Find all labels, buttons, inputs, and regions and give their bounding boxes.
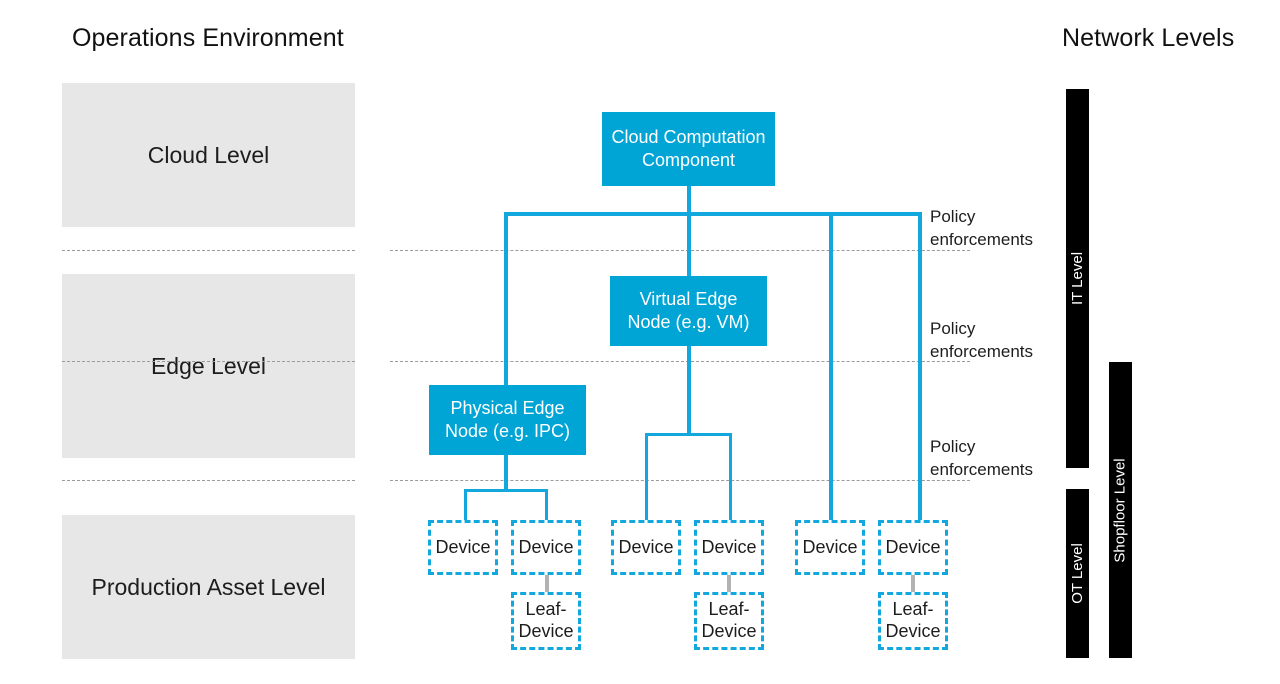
leaf-device-box-3-line-2: Device: [885, 621, 941, 641]
leaf-device-box-2[interactable]: Leaf- Device: [694, 592, 764, 650]
policy-enforcements-label-2-line-2: enforcements: [930, 341, 1033, 361]
node-cloud-line-2: Component: [641, 150, 736, 170]
device-box-2[interactable]: Device: [511, 520, 581, 575]
wire-physical-edge-split: [464, 489, 548, 492]
leaf-device-box-3-line-1: Leaf-: [892, 599, 934, 620]
operations-level-edge: Edge Level: [62, 274, 355, 458]
device-box-5-label: Device: [802, 536, 858, 557]
device-box-1[interactable]: Device: [428, 520, 498, 575]
separator-cloud-edge-right: [390, 250, 970, 251]
operations-environment-header: Operations Environment: [72, 24, 344, 52]
operations-level-edge-label: Edge Level: [150, 352, 267, 379]
operations-level-cloud: Cloud Level: [62, 83, 355, 227]
device-box-2-label: Device: [518, 536, 574, 557]
device-box-4[interactable]: Device: [694, 520, 764, 575]
wire-physical-edge-to-device-2: [545, 489, 548, 524]
separator-edge-production-right: [390, 480, 970, 481]
network-bar-shopfloor-level: Shopfloor Level: [1109, 362, 1132, 658]
device-box-5[interactable]: Device: [795, 520, 865, 575]
separator-cloud-edge-left: [62, 250, 355, 251]
leaf-device-box-2-line-2: Device: [701, 621, 757, 641]
node-cloud-line-1: Cloud Computation: [611, 126, 766, 147]
network-bar-shopfloor-level-label: Shopfloor Level: [1112, 457, 1129, 563]
wire-device-4-to-leaf-device-2: [727, 574, 731, 594]
operations-level-production-asset: Production Asset Level: [62, 515, 355, 659]
separator-edge-production-left: [62, 480, 355, 481]
wire-bus-to-device-5: [829, 212, 833, 524]
node-virtual-edge-line-2: Node (e.g. VM): [627, 312, 750, 332]
network-bar-it-level-label: IT Level: [1069, 251, 1086, 306]
device-box-6[interactable]: Device: [878, 520, 948, 575]
wire-virtual-edge-to-device-3: [645, 433, 648, 524]
wire-bus-to-physical-edge: [504, 212, 508, 387]
leaf-device-box-3[interactable]: Leaf- Device: [878, 592, 948, 650]
wire-virtual-edge-split: [645, 433, 732, 436]
separator-edge-mid-right: [390, 361, 970, 362]
node-virtual-edge-node[interactable]: Virtual Edge Node (e.g. VM): [610, 276, 767, 346]
wire-bus-to-virtual-edge: [687, 212, 691, 278]
device-box-6-label: Device: [885, 536, 941, 557]
leaf-device-box-2-line-1: Leaf-: [708, 599, 750, 620]
wire-physical-edge-stem: [504, 455, 508, 492]
node-physical-edge-node[interactable]: Physical Edge Node (e.g. IPC): [429, 385, 586, 455]
policy-enforcements-label-3-line-2: enforcements: [930, 459, 1033, 479]
wire-physical-edge-to-device-1: [464, 489, 467, 524]
wire-device-2-to-leaf-device-1: [545, 574, 549, 594]
policy-enforcements-label-1-line-1: Policy: [930, 207, 976, 226]
device-box-4-label: Device: [701, 536, 757, 557]
policy-enforcements-label-3-line-1: Policy: [930, 437, 976, 456]
node-cloud-computation-component[interactable]: Cloud Computation Component: [602, 112, 775, 186]
device-box-1-label: Device: [435, 536, 491, 557]
device-box-3[interactable]: Device: [611, 520, 681, 575]
policy-enforcements-label-3: Policy enforcements: [930, 436, 1033, 482]
leaf-device-box-1[interactable]: Leaf- Device: [511, 592, 581, 650]
device-box-3-label: Device: [618, 536, 674, 557]
network-bar-ot-level-label: OT Level: [1069, 543, 1086, 604]
node-physical-edge-line-2: Node (e.g. IPC): [444, 421, 571, 441]
network-levels-header: Network Levels: [1062, 24, 1235, 52]
wire-cloud-stem: [687, 185, 691, 215]
operations-level-cloud-label: Cloud Level: [147, 141, 270, 168]
policy-enforcements-label-1: Policy enforcements: [930, 206, 1033, 252]
policy-enforcements-label-2-line-1: Policy: [930, 319, 976, 338]
wire-main-bus: [504, 212, 922, 216]
node-physical-edge-line-1: Physical Edge: [450, 397, 565, 418]
separator-edge-mid-left: [62, 361, 355, 362]
policy-enforcements-label-1-line-2: enforcements: [930, 229, 1033, 249]
network-bar-ot-level: OT Level: [1066, 489, 1089, 658]
wire-virtual-edge-to-device-4: [729, 433, 732, 524]
wire-bus-to-device-6: [918, 212, 922, 524]
leaf-device-box-1-line-2: Device: [518, 621, 574, 641]
operations-level-production-asset-label: Production Asset Level: [91, 573, 326, 600]
wire-device-6-to-leaf-device-3: [911, 574, 915, 594]
wire-virtual-edge-stem: [687, 345, 691, 435]
node-virtual-edge-line-1: Virtual Edge: [639, 288, 738, 309]
network-bar-it-level: IT Level: [1066, 89, 1089, 468]
policy-enforcements-label-2: Policy enforcements: [930, 318, 1033, 364]
leaf-device-box-1-line-1: Leaf-: [525, 599, 567, 620]
